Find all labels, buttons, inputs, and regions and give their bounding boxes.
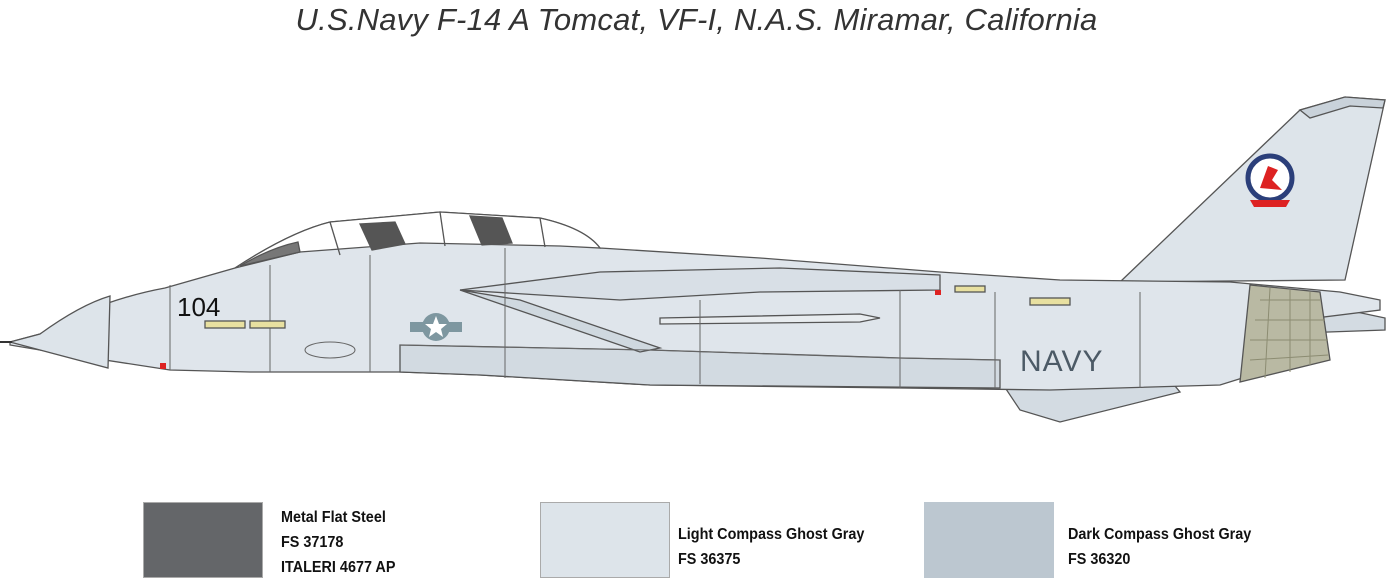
color-fs-code: FS 36320 [1068, 551, 1131, 568]
missile [659, 313, 881, 325]
f14-tomcat-side-profile: 104 NAVY [0, 96, 1386, 423]
modex-number: 104 [177, 292, 220, 322]
color-name: Dark Compass Ghost Gray [1068, 526, 1252, 543]
color-swatch-metal-flat-steel [143, 502, 263, 578]
wing-glove [459, 267, 941, 301]
squadron-insignia [1245, 153, 1295, 207]
page-title: U.S.Navy F-14 A Tomcat, VF-I, N.A.S. Mir… [295, 2, 1098, 37]
color-label-light-compass-ghost-gray: Light Compass Ghost Gray FS 36375 [678, 522, 864, 572]
color-name: Metal Flat Steel [281, 509, 386, 526]
navy-marking: NAVY [1020, 345, 1103, 378]
color-fs-code: FS 37178 [281, 534, 344, 551]
color-swatch-dark-compass-ghost-gray [924, 502, 1054, 578]
color-label-metal-flat-steel: Metal Flat Steel FS 37178 ITALERI 4677 A… [281, 505, 395, 580]
color-fs-code: FS 36375 [678, 551, 741, 568]
nose-radome [7, 295, 111, 369]
color-label-dark-compass-ghost-gray: Dark Compass Ghost Gray FS 36320 [1068, 522, 1251, 572]
color-name: Light Compass Ghost Gray [678, 526, 865, 543]
color-swatch-light-compass-ghost-gray [540, 502, 670, 578]
national-insignia-roundel [410, 313, 462, 341]
color-italeri-code: ITALERI 4677 AP [281, 559, 396, 576]
exhaust-nozzle [1239, 284, 1331, 383]
wing [459, 289, 663, 353]
